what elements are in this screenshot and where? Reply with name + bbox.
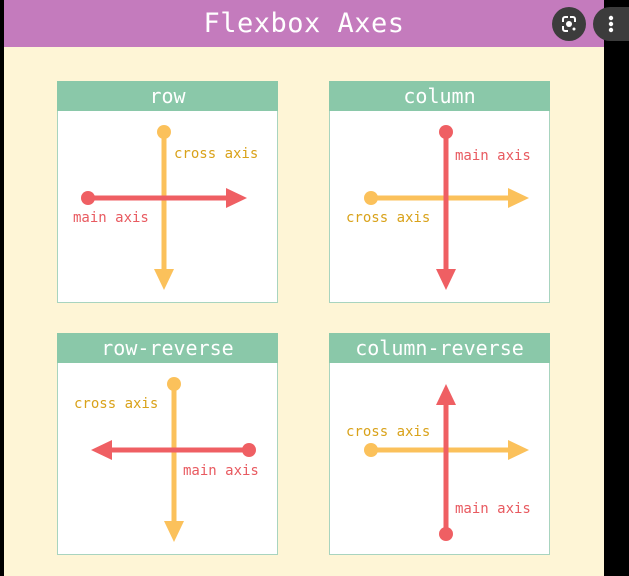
cross-axis-arrow — [364, 188, 529, 208]
cross-axis-arrow — [164, 377, 184, 542]
cross-axis-arrow — [154, 125, 174, 290]
main-axis-arrow — [436, 125, 456, 290]
main-axis-label: main axis — [455, 148, 531, 164]
main-axis-arrow — [81, 188, 247, 208]
diagram-title: Flexbox Axes — [203, 8, 405, 39]
panel-column: column main axis cross axis — [329, 81, 550, 303]
panel-row: row cross axis main axis — [57, 81, 278, 303]
main-axis-arrow — [91, 440, 256, 460]
google-lens-icon[interactable] — [552, 7, 586, 41]
title-bar: Flexbox Axes — [4, 0, 604, 47]
panel-heading: column-reverse — [329, 333, 550, 363]
main-axis-label: main axis — [183, 463, 259, 479]
cross-axis-arrow — [364, 440, 529, 460]
more-vertical-icon[interactable] — [593, 7, 629, 41]
panel-heading: column — [329, 81, 550, 111]
cross-axis-label: cross axis — [346, 424, 430, 440]
cross-axis-label: cross axis — [174, 146, 258, 162]
axes-diagram-column-reverse: cross axis main axis — [346, 384, 531, 541]
main-axis-arrow — [436, 384, 456, 541]
panel-heading: row-reverse — [57, 333, 278, 363]
panel-heading: row — [57, 81, 278, 111]
cross-axis-label: cross axis — [74, 396, 158, 412]
image-toolbar — [552, 7, 629, 43]
panel-row-reverse: row-reverse cross axis main axis — [57, 333, 278, 555]
main-axis-label: main axis — [455, 501, 531, 517]
axes-diagram-column: main axis cross axis — [346, 125, 531, 290]
panel-column-reverse: column-reverse cross axis main axis — [329, 333, 550, 555]
main-axis-label: main axis — [73, 210, 149, 226]
axes-diagram-row: cross axis main axis — [73, 125, 258, 290]
cross-axis-label: cross axis — [346, 210, 430, 226]
axes-diagram-row-reverse: cross axis main axis — [74, 377, 259, 542]
